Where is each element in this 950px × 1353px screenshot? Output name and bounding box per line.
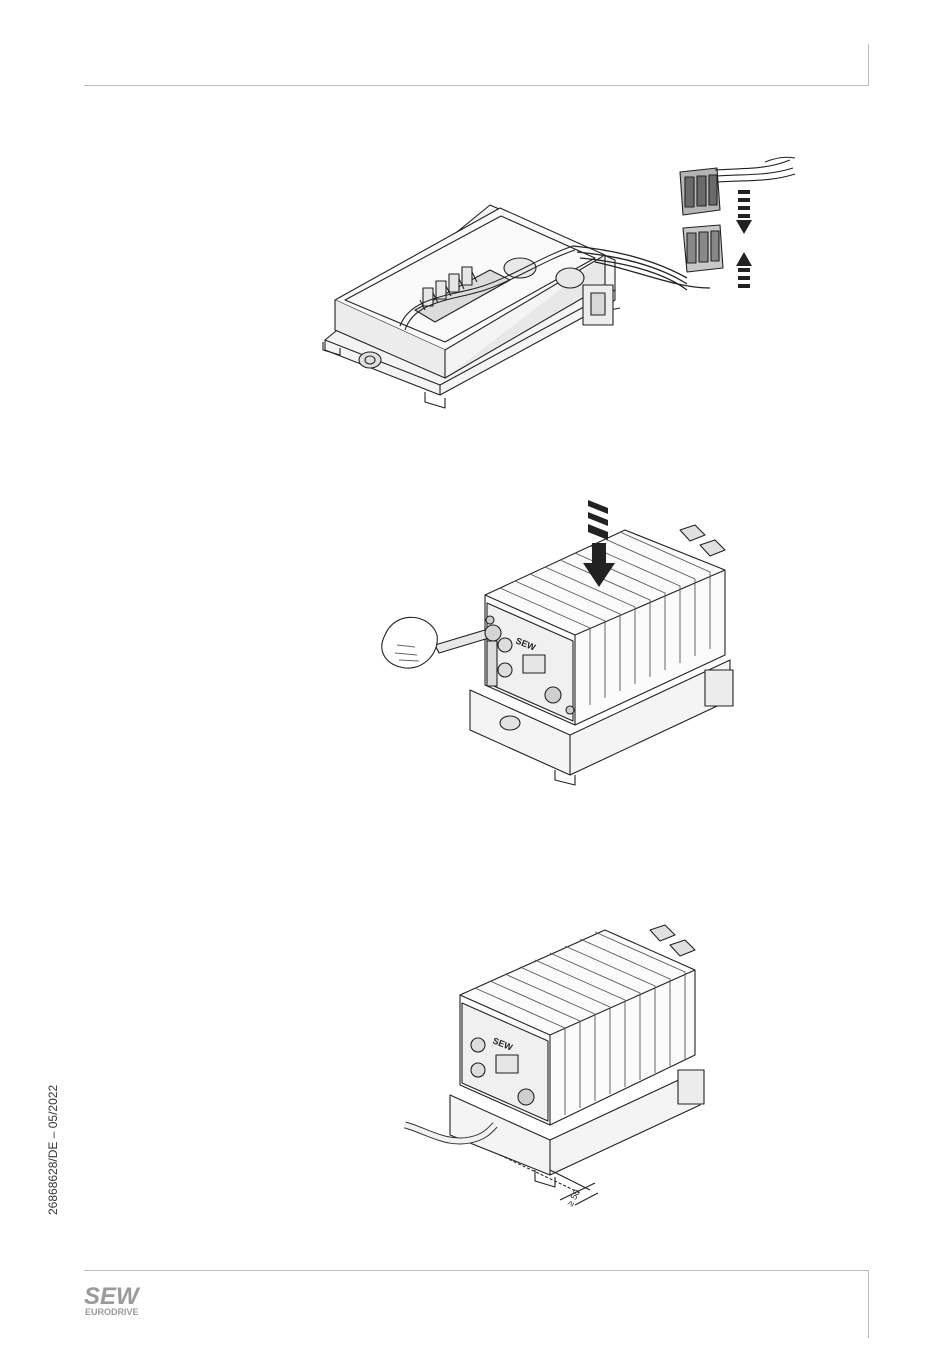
logo-brand-text: SEW <box>84 1283 141 1310</box>
header-rule <box>84 85 868 86</box>
figure-assembled-unit: SEW ≥ 50 <box>400 915 730 1215</box>
sew-eurodrive-logo: SEW EURODRIVE <box>84 1282 156 1320</box>
document-id: 26868628/DE – 05/2022 <box>46 1025 62 1215</box>
figure-mount-cover: SEW <box>375 495 755 790</box>
logo-sub-text: EURODRIVE <box>85 1307 139 1317</box>
header-side-rule <box>868 44 869 86</box>
figure-connection-box-open <box>315 150 805 420</box>
footer-rule <box>84 1270 868 1271</box>
footer-side-rule <box>868 1270 869 1338</box>
